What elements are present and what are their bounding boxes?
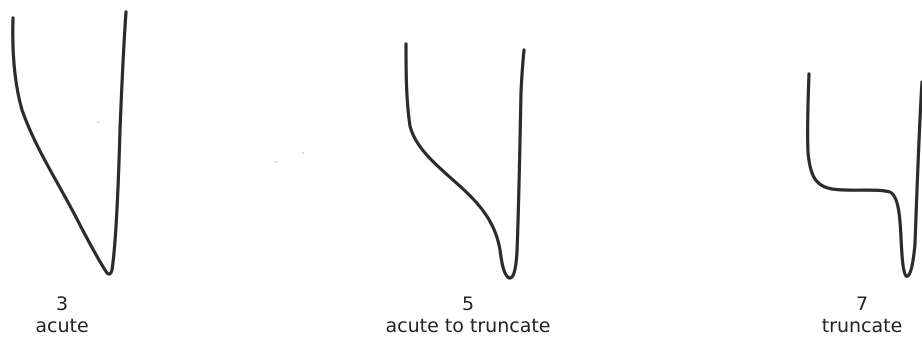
acute-base-outline	[11, 10, 128, 276]
shape-number: 3	[55, 293, 69, 315]
truncate-base-outline	[805, 72, 922, 278]
shape-number: 5	[461, 293, 475, 315]
shape-label: truncate	[821, 315, 903, 337]
shape-label: acute to truncate	[385, 315, 551, 337]
acute-to-truncate-base-outline	[404, 42, 526, 280]
scan-speck	[275, 161, 277, 163]
caption-truncate: 7 truncate	[762, 293, 922, 337]
shape-number: 7	[855, 293, 869, 315]
scan-speck	[302, 152, 304, 154]
scan-speck	[97, 121, 99, 123]
shape-label: acute	[35, 315, 89, 337]
caption-acute: 3 acute	[0, 293, 162, 337]
caption-acute-to-truncate: 5 acute to truncate	[368, 293, 568, 337]
